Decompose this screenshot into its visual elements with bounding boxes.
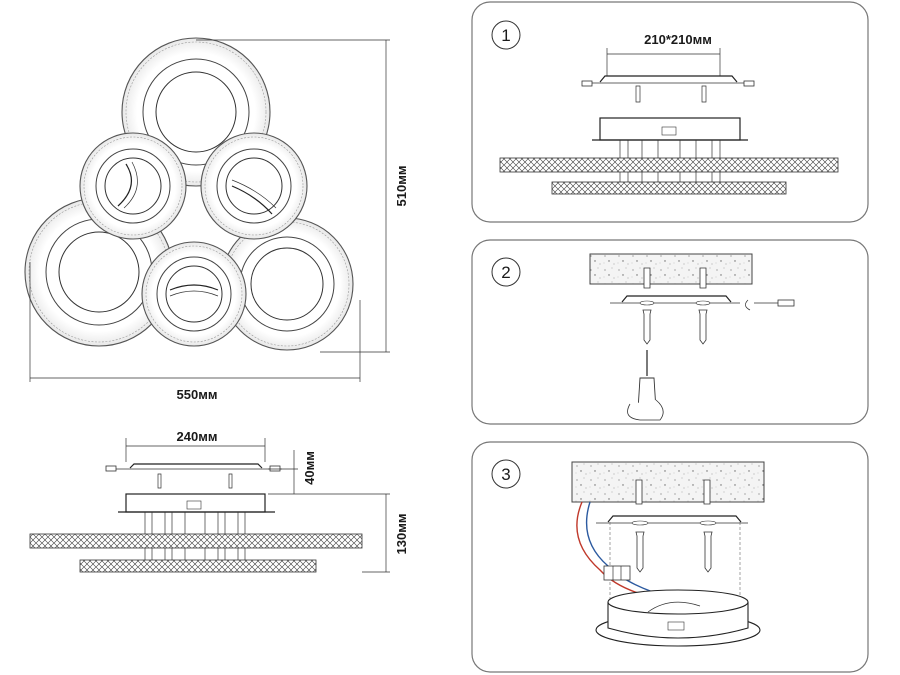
dimension-lines-top-view [29, 39, 390, 382]
ceiling-block [589, 253, 753, 285]
step-1-number: 1 [501, 26, 510, 45]
ring-inner-left [79, 132, 187, 240]
base-height-label: 40мм [302, 451, 317, 485]
top-view-rings: 550мм 510мм [24, 37, 409, 402]
base-width-label: 240мм [177, 429, 218, 444]
screw-icon [635, 531, 713, 573]
ring-right [220, 217, 354, 351]
step-2-panel: 2 [471, 239, 869, 425]
height-total-label: 510мм [394, 166, 409, 207]
step-2-number: 2 [501, 263, 510, 282]
ceiling-block [571, 461, 765, 503]
ring-inner-right [200, 132, 308, 240]
wall-plug-icon [643, 267, 707, 289]
anchor-icon [157, 473, 233, 489]
mount-plate-dimension-label: 210*210мм [644, 32, 712, 47]
step-3-number: 3 [501, 465, 510, 484]
screw-icon [642, 309, 708, 345]
terminal-block-icon [186, 500, 202, 510]
mesh-ring-upper [29, 533, 363, 549]
wire-connector-icon [745, 299, 795, 311]
screw-icon [105, 465, 281, 472]
screwdriver-icon [627, 350, 664, 421]
total-height-label: 130мм [394, 514, 409, 555]
terminal-block-icon [603, 565, 631, 581]
ring-inner-bottom [141, 241, 247, 347]
lamp-base [595, 589, 761, 647]
step-3-panel: 3 [471, 441, 869, 673]
width-total-label: 550мм [177, 387, 218, 402]
side-view: 240мм 40мм [29, 429, 409, 573]
anchor-icon [635, 85, 707, 103]
mesh-ring-lower [79, 559, 317, 573]
wall-plug-icon [635, 479, 711, 505]
screw-icon [581, 80, 755, 87]
step-1-panel: 1 210*210мм [471, 1, 869, 223]
